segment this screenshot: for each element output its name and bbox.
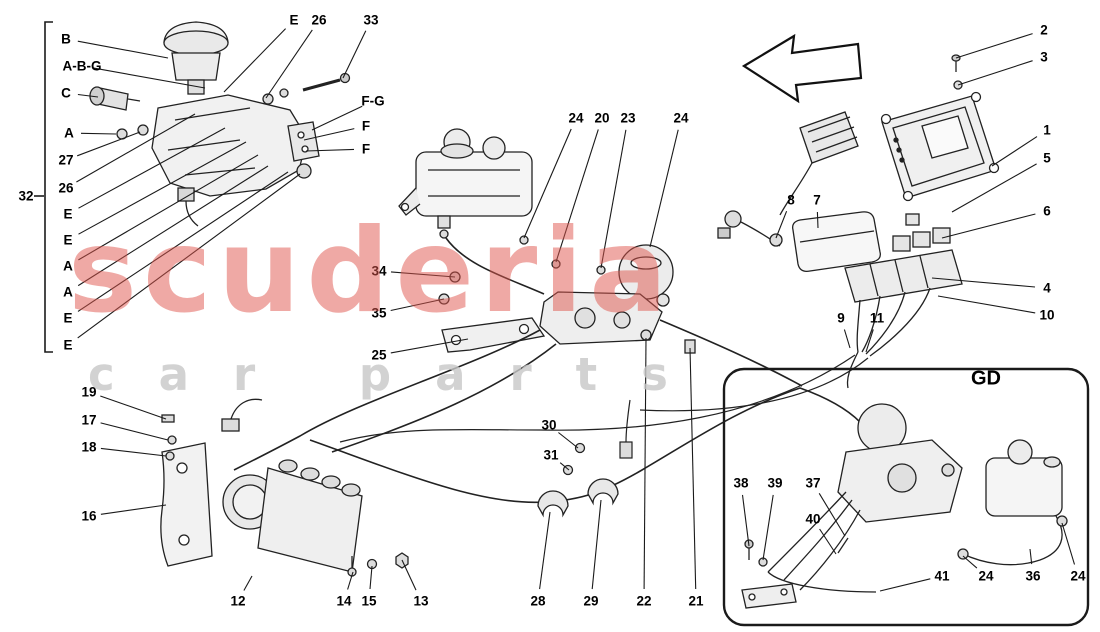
- leader-line: [369, 565, 373, 590]
- inset-box-drawing: [722, 367, 1090, 627]
- leader-line: [265, 29, 313, 99]
- leader-line: [303, 128, 355, 141]
- leader-line: [937, 295, 1036, 314]
- leader-line: [1029, 548, 1033, 565]
- leader-line: [941, 213, 1036, 239]
- leader-line: [951, 163, 1037, 213]
- leader-line: [77, 171, 289, 312]
- leader-line: [931, 277, 1036, 288]
- relay-box-drawing: [769, 211, 963, 389]
- leader-line: [390, 338, 469, 354]
- leader-line: [78, 127, 226, 209]
- leader-line: [100, 447, 167, 457]
- leader-line: [311, 105, 363, 131]
- direction-arrow-icon: [741, 33, 863, 104]
- hoses-drawing: [233, 237, 869, 504]
- leader-line: [689, 347, 697, 590]
- leader-line: [555, 129, 599, 263]
- leader-line: [741, 494, 750, 547]
- leader-line: [76, 113, 196, 183]
- leader-line: [816, 211, 819, 229]
- leader-line: [77, 131, 141, 157]
- leader-line: [879, 578, 931, 592]
- leader-line: [342, 30, 367, 79]
- leader-line: [223, 28, 286, 93]
- leader-lines: [76, 28, 1076, 592]
- leader-line: [347, 571, 354, 590]
- leader-line: [80, 132, 117, 135]
- leader-line: [819, 528, 837, 555]
- leader-line: [643, 337, 647, 590]
- hose-clamps-drawing: [537, 442, 619, 518]
- leader-line: [305, 148, 355, 152]
- leader-line: [100, 504, 167, 515]
- leader-line: [390, 298, 445, 312]
- abs-unit-drawing: [160, 398, 409, 577]
- leader-line: [77, 40, 169, 59]
- leader-line: [77, 173, 301, 339]
- hydraulic-pump-drawing: [438, 235, 696, 354]
- leader-line: [77, 165, 269, 287]
- leader-line: [762, 494, 774, 561]
- inset-gd-label: GD: [971, 367, 1001, 390]
- leader-line: [591, 499, 602, 590]
- leader-line: [93, 67, 206, 89]
- leader-line: [775, 210, 788, 239]
- leader-line: [962, 555, 978, 569]
- leader-line: [523, 128, 572, 239]
- leader-line: [991, 136, 1038, 167]
- inset-assembly-drawing: [741, 403, 1068, 609]
- harness-drawing: [717, 111, 859, 247]
- leader-line: [78, 141, 247, 235]
- leader-line: [100, 395, 167, 420]
- leader-line: [401, 559, 417, 591]
- leader-line: [100, 422, 169, 441]
- leader-line: [1061, 522, 1076, 565]
- fluid-reservoir-drawing: [398, 128, 533, 239]
- ecu-drawing: [880, 54, 1000, 202]
- leader-line: [600, 129, 627, 269]
- leader-line: [390, 271, 456, 278]
- leader-line: [818, 493, 846, 537]
- leader-line: [865, 329, 874, 353]
- leader-line: [955, 33, 1033, 59]
- leader-line: [559, 462, 570, 471]
- leader-line: [558, 432, 579, 449]
- leader-line: [78, 154, 259, 261]
- leader-line: [539, 511, 551, 590]
- brake-booster-drawing: [89, 21, 351, 227]
- leader-line: [649, 129, 679, 248]
- leader-line: [77, 93, 99, 98]
- leader-line: [243, 575, 253, 591]
- leader-line: [843, 329, 851, 349]
- group-bracket: [34, 21, 53, 353]
- leader-line: [957, 60, 1033, 86]
